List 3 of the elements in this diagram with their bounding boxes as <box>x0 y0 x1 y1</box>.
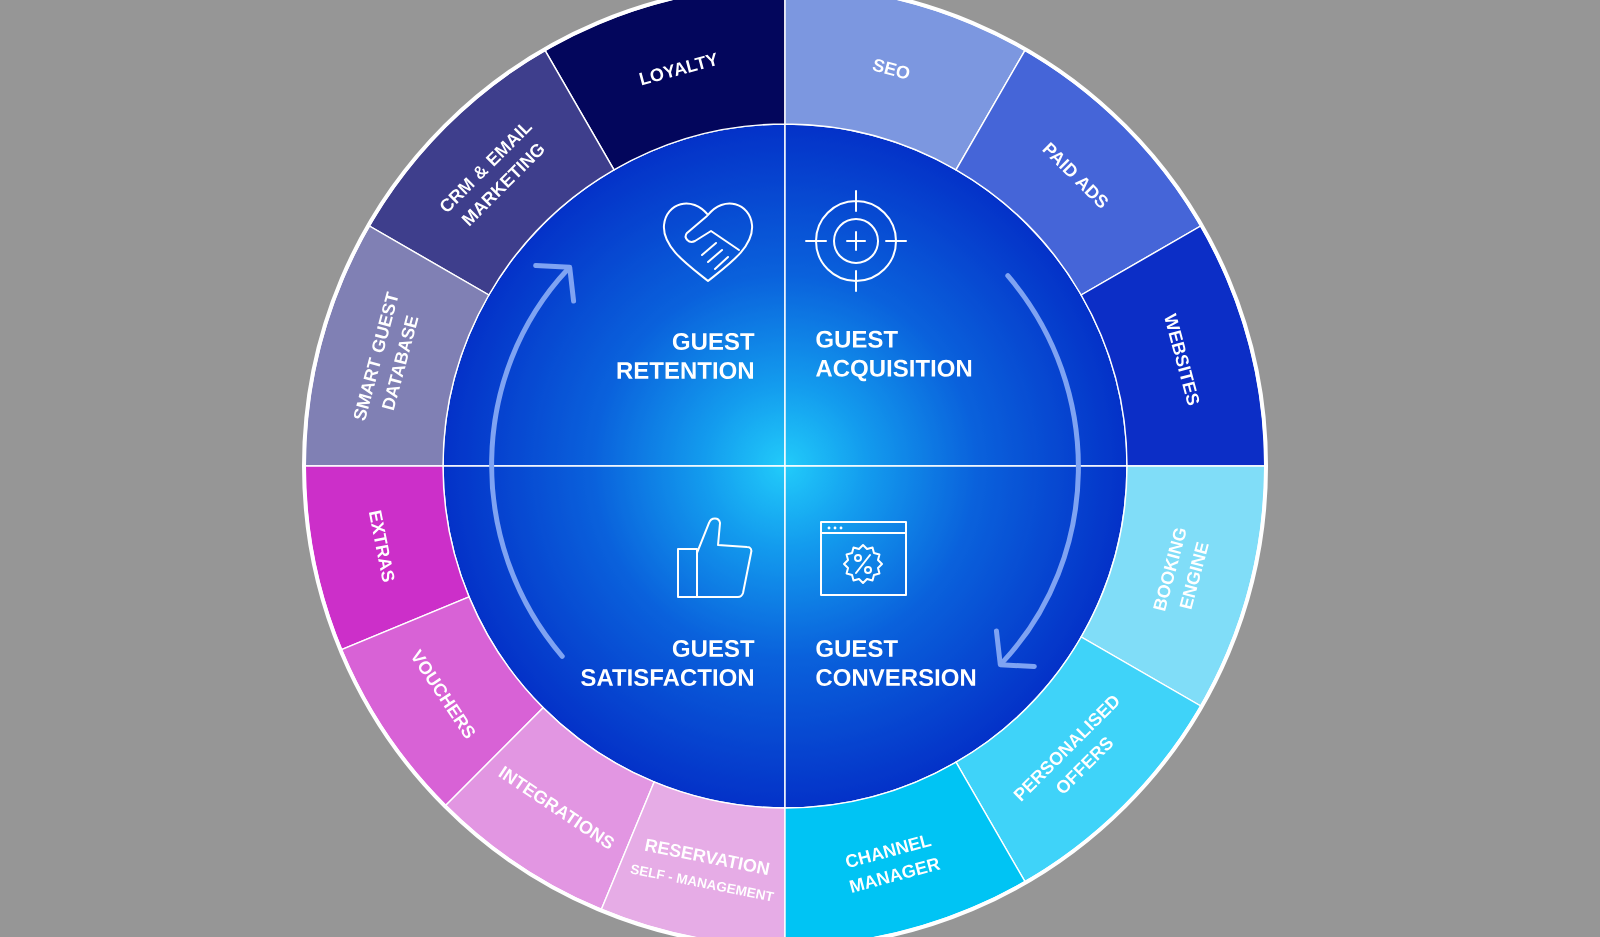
curved-arrow <box>489 263 577 659</box>
curved-arrow <box>993 273 1081 669</box>
ring-segment: SEO <box>784 0 1026 171</box>
